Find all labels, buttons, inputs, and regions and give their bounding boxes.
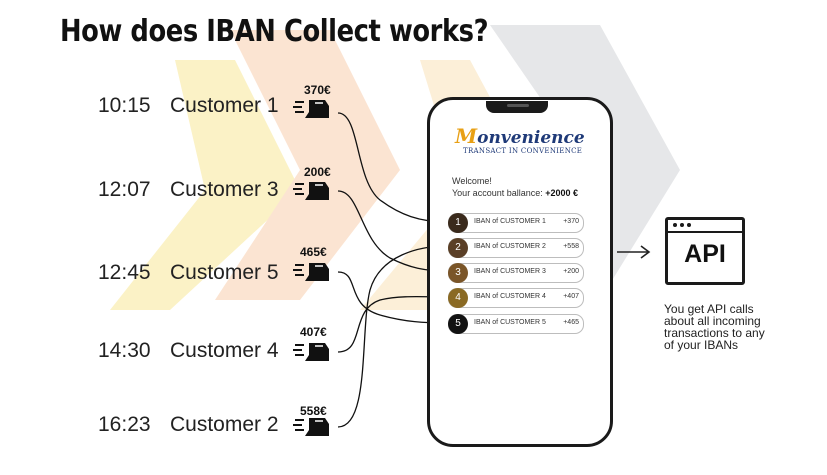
- transaction-value: +465: [563, 319, 579, 326]
- customer-row: 14:30 Customer 4: [98, 339, 279, 363]
- transaction-label: IBAN of CUSTOMER 1: [474, 218, 546, 225]
- transaction-number-badge: 5: [448, 314, 468, 334]
- amount-label: 558€: [300, 404, 327, 418]
- transaction-item[interactable]: 4 IBAN of CUSTOMER 4 +407: [448, 288, 584, 308]
- balance-label: Your account ballance:: [452, 188, 543, 198]
- transaction-number-badge: 3: [448, 263, 468, 283]
- amount-label: 370€: [304, 83, 331, 97]
- brand-name: onvenience: [477, 128, 585, 148]
- customer-row: 12:45 Customer 5: [98, 261, 279, 285]
- bg-chevron-peach: [215, 30, 400, 300]
- brand-initial: M: [455, 124, 478, 148]
- transaction-label: IBAN of CUSTOMER 4: [474, 293, 546, 300]
- line-customer-2: [337, 240, 449, 428]
- row-time: 14:30: [98, 339, 151, 362]
- transaction-value: +370: [563, 218, 579, 225]
- brand-tagline: TRANSACT IN CONVENIENCE: [463, 147, 583, 155]
- window-dot: [673, 223, 677, 227]
- transaction-value: +200: [563, 268, 579, 275]
- welcome-text: Welcome!: [452, 176, 492, 186]
- row-customer: Customer 1: [170, 94, 279, 117]
- amount-label: 465€: [300, 245, 327, 259]
- transaction-item[interactable]: 3 IBAN of CUSTOMER 3 +200: [448, 263, 584, 283]
- row-customer: Customer 2: [170, 413, 279, 436]
- arrow-right-icon: [617, 245, 651, 259]
- transaction-value: +558: [563, 243, 579, 250]
- api-label: API: [684, 240, 726, 268]
- customer-row: 10:15 Customer 1: [98, 94, 279, 118]
- api-desc-line: about all incoming: [664, 314, 761, 328]
- balance-value: +2000 €: [545, 188, 579, 198]
- amount-label: 407€: [300, 325, 327, 339]
- row-customer: Customer 4: [170, 339, 279, 362]
- money-transfer-icon: [293, 100, 329, 118]
- transaction-number-badge: 1: [448, 213, 468, 233]
- api-desc-line: of your IBANs: [664, 338, 739, 352]
- money-transfer-icon: [293, 182, 329, 200]
- transaction-number-badge: 2: [448, 238, 468, 258]
- row-time: 12:07: [98, 178, 151, 201]
- transaction-item[interactable]: 1 IBAN of CUSTOMER 1 +370: [448, 213, 584, 233]
- transaction-item[interactable]: 2 IBAN of CUSTOMER 2 +558: [448, 238, 584, 258]
- transaction-label: IBAN of CUSTOMER 5: [474, 319, 546, 326]
- line-customer-5: [337, 271, 449, 329]
- transaction-value: +407: [563, 293, 579, 300]
- welcome-block: Welcome! Your account ballance: +2000 €: [452, 175, 578, 199]
- transaction-label: IBAN of CUSTOMER 2: [474, 243, 546, 250]
- money-transfer-icon: [293, 343, 329, 361]
- api-window-icon: API: [665, 217, 745, 285]
- transaction-label: IBAN of CUSTOMER 3: [474, 268, 546, 275]
- bg-chevron-yellow: [110, 60, 300, 310]
- api-desc-line: You get API calls: [664, 302, 754, 316]
- window-dot: [687, 223, 691, 227]
- row-time: 12:45: [98, 261, 151, 284]
- row-customer: Customer 3: [170, 178, 279, 201]
- row-time: 16:23: [98, 413, 151, 436]
- phone-notch: [486, 101, 548, 113]
- phone-speaker: [507, 104, 529, 107]
- brand-logo: Monvenience: [455, 124, 585, 148]
- line-customer-1: [337, 112, 449, 228]
- row-customer: Customer 5: [170, 261, 279, 284]
- window-dot: [680, 223, 684, 227]
- customer-row: 16:23 Customer 2: [98, 413, 279, 437]
- customer-row: 12:07 Customer 3: [98, 178, 279, 202]
- api-description: You get API calls about all incoming tra…: [664, 303, 765, 351]
- amount-label: 200€: [304, 165, 331, 179]
- money-transfer-icon: [293, 263, 329, 281]
- transaction-item[interactable]: 5 IBAN of CUSTOMER 5 +465: [448, 314, 584, 334]
- line-customer-3: [337, 190, 449, 277]
- line-customer-4: [337, 291, 449, 353]
- page-title: How does IBAN Collect works?: [60, 14, 489, 49]
- money-transfer-icon: [293, 418, 329, 436]
- window-title-bar: [668, 231, 742, 233]
- transaction-number-badge: 4: [448, 288, 468, 308]
- row-time: 10:15: [98, 94, 151, 117]
- api-desc-line: transactions to any: [664, 326, 765, 340]
